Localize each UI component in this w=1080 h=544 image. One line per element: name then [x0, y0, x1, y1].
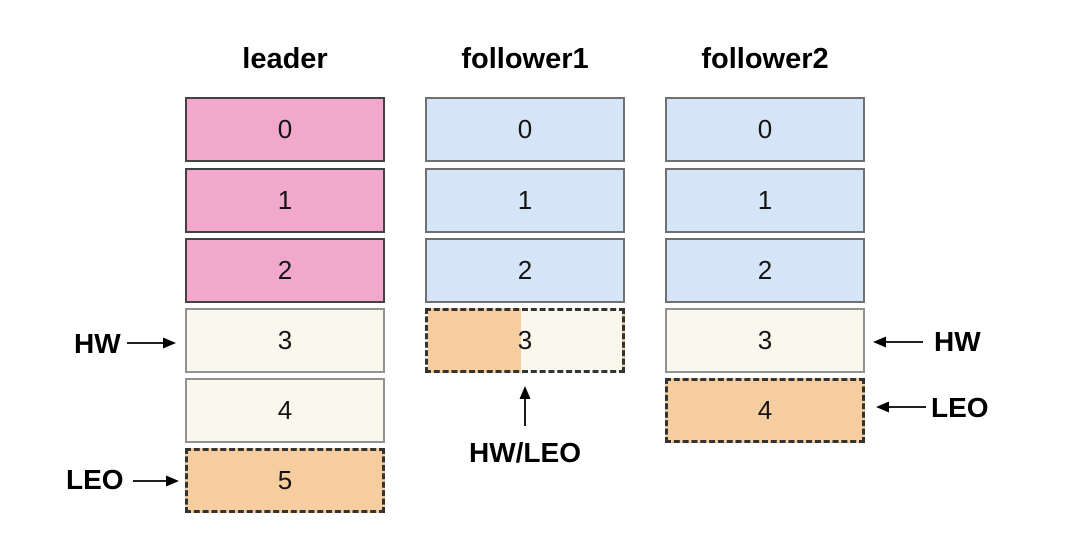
log-entry-offset: 1	[277, 185, 293, 215]
leader-hw-label: HW	[74, 328, 121, 359]
log-entry-offset: 3	[277, 325, 293, 355]
log-entry-offset: 0	[757, 114, 773, 144]
log-entry-offset: 1	[757, 185, 773, 215]
follower2-log-entry-4: 4	[665, 378, 865, 443]
follower1-log-entry-2: 2	[425, 238, 625, 303]
log-entry-offset: 2	[277, 255, 293, 285]
leader-column-title: leader	[242, 43, 328, 75]
follower1-hw-leo-label: HW/LEO	[469, 437, 581, 468]
follower2-leo-label: LEO	[931, 392, 989, 423]
log-entry-offset: 4	[277, 395, 293, 425]
follower2-log-entry-2: 2	[665, 238, 865, 303]
log-entry-offset: 1	[517, 185, 533, 215]
leader-log-entry-3: 3	[185, 308, 385, 373]
follower2-log-entry-3: 3	[665, 308, 865, 373]
leader-leo-label: LEO	[66, 464, 124, 495]
follower1-log-entry-0: 0	[425, 97, 625, 162]
follower2-log-entry-1: 1	[665, 168, 865, 233]
follower2-hw-label: HW	[934, 326, 981, 357]
leader-log-entry-2: 2	[185, 238, 385, 303]
leader-log-entry-1: 1	[185, 168, 385, 233]
log-entry-offset: 0	[277, 114, 293, 144]
log-entry-offset: 4	[757, 395, 773, 425]
follower2-column-title: follower2	[701, 43, 829, 75]
log-entry-offset: 2	[517, 255, 533, 285]
log-entry-offset: 5	[277, 465, 293, 495]
log-entry-offset: 2	[757, 255, 773, 285]
log-entry-offset: 3	[757, 325, 773, 355]
follower2-log-entry-0: 0	[665, 97, 865, 162]
follower1-log-entry-1: 1	[425, 168, 625, 233]
leader-log-entry-4: 4	[185, 378, 385, 443]
leader-log-entry-0: 0	[185, 97, 385, 162]
leader-log-entry-5: 5	[185, 448, 385, 513]
log-entry-offset: 0	[517, 114, 533, 144]
follower1-column-title: follower1	[461, 43, 589, 75]
follower1-log-entry-3: 3	[425, 308, 625, 373]
log-entry-offset: 3	[517, 325, 533, 355]
